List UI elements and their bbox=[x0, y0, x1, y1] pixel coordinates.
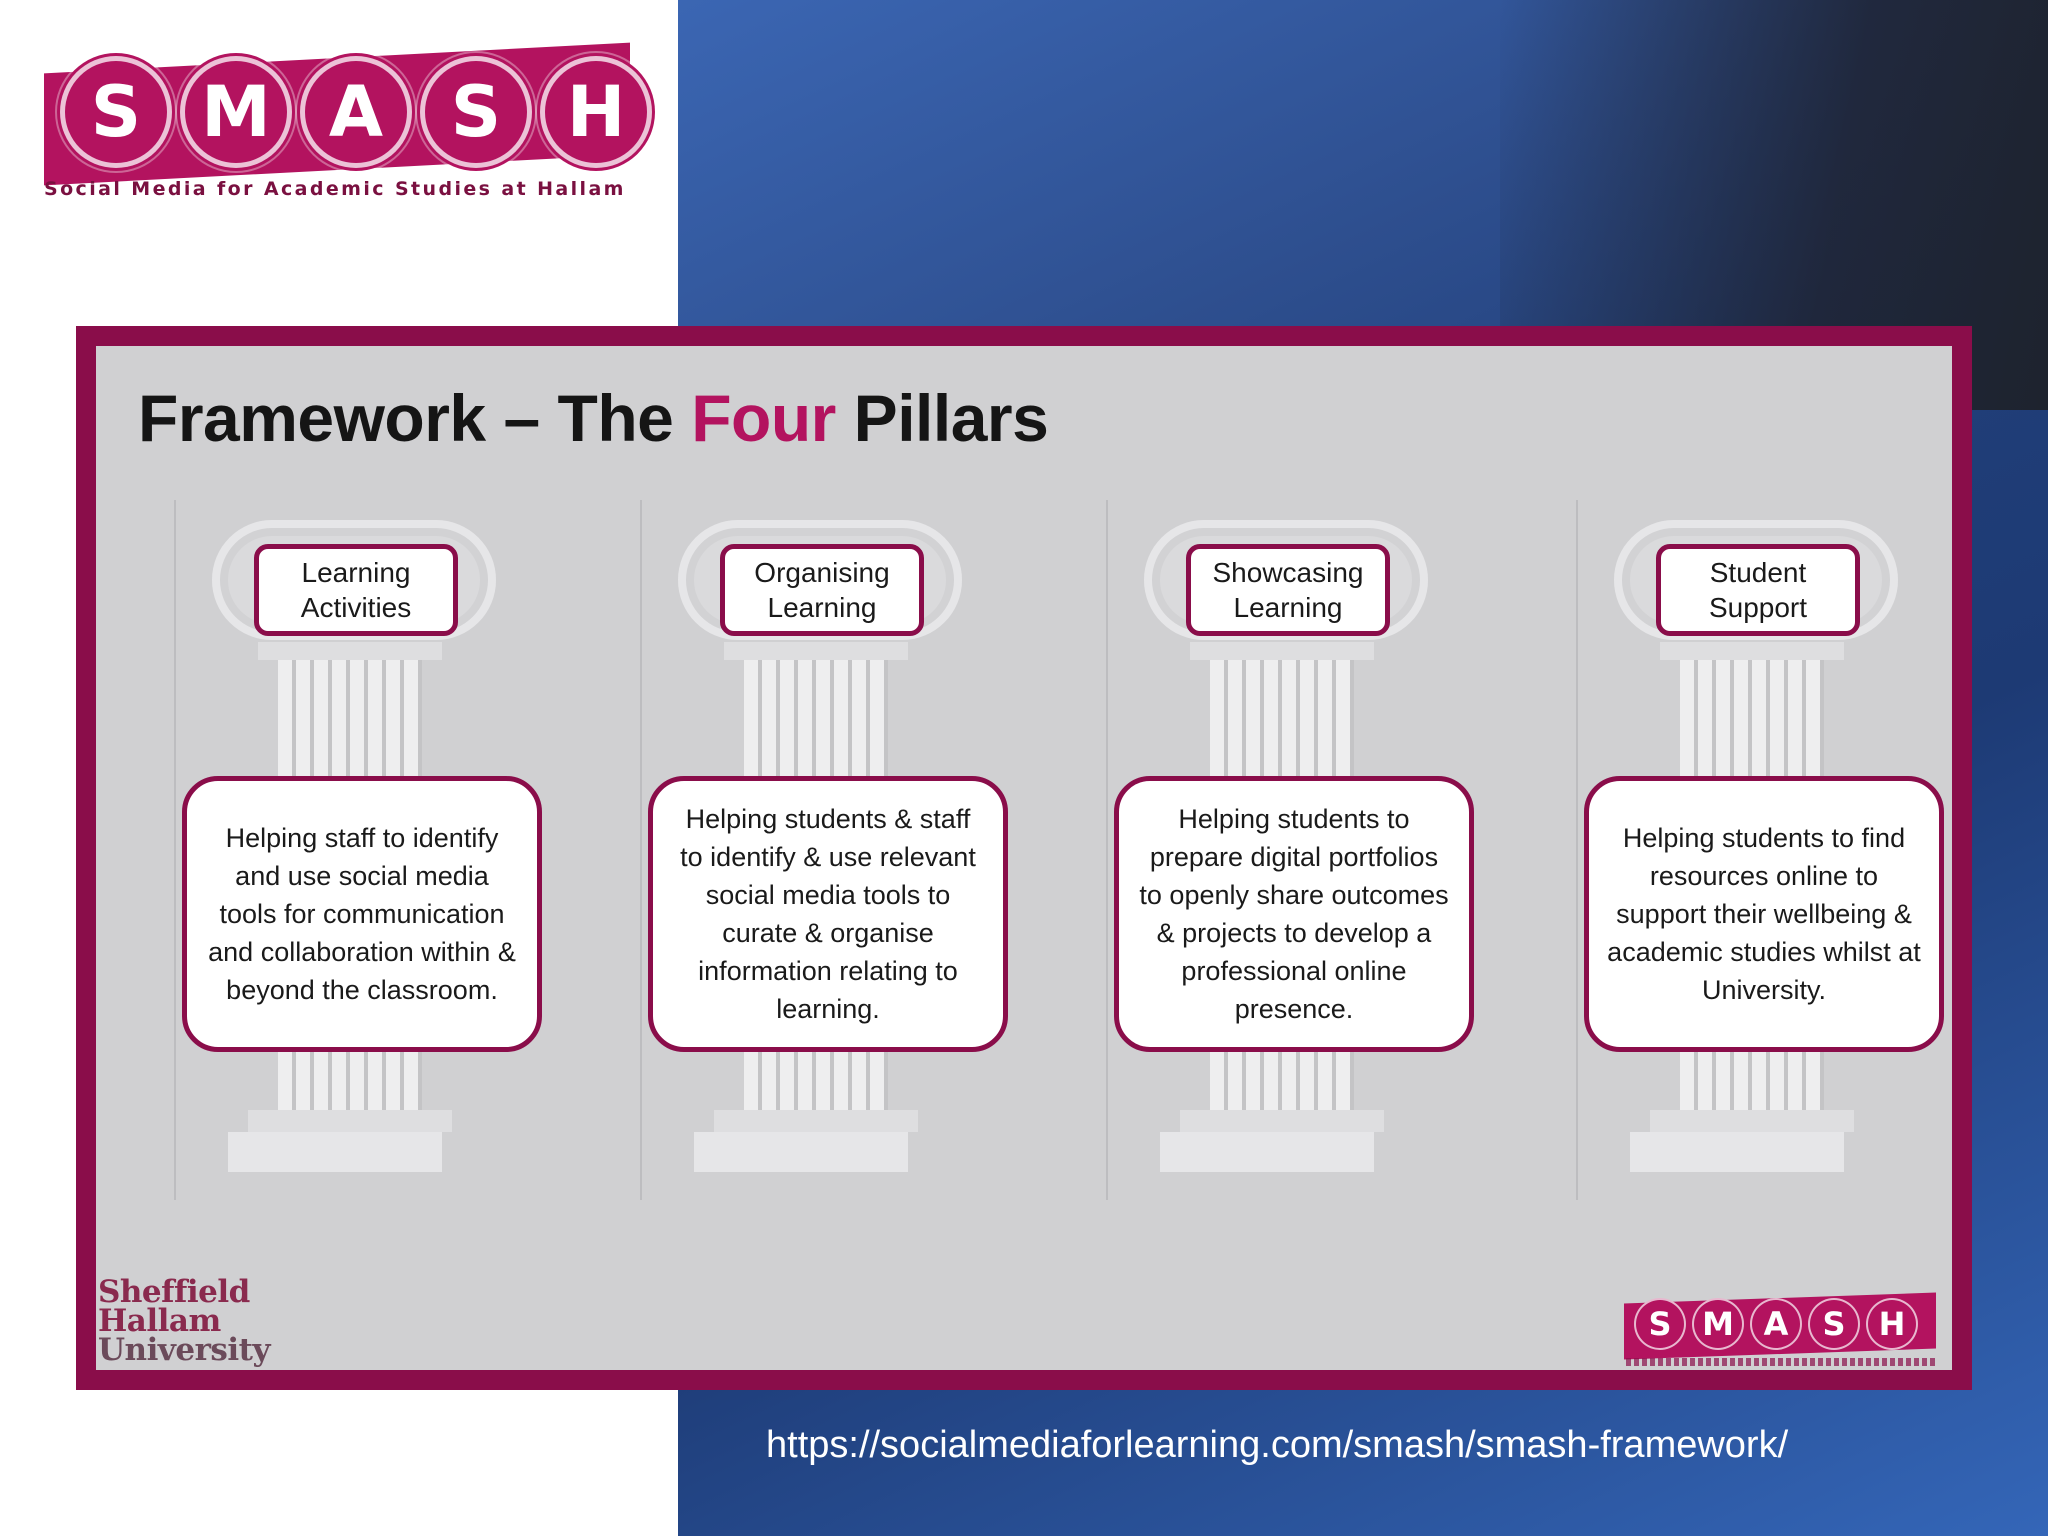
pillar-description: Helping students to find resources onlin… bbox=[1584, 776, 1944, 1052]
pillar-showcasing-learning: Showcasing Learning Helping students to … bbox=[1076, 500, 1476, 1220]
pillar-learning-activities: Learning Activities Helping staff to ide… bbox=[144, 500, 544, 1220]
pillar-base bbox=[1650, 1110, 1854, 1132]
smash-small-logo-letter: S bbox=[1808, 1298, 1860, 1350]
pillar-base bbox=[248, 1110, 452, 1132]
smash-logo-letter: S bbox=[420, 56, 532, 168]
smash-small-logo-letter: H bbox=[1866, 1298, 1918, 1350]
pillar-guide-line bbox=[1106, 500, 1108, 1200]
pillar-plinth bbox=[228, 1132, 442, 1172]
framework-panel: Framework – The Four Pillars Learning Ac… bbox=[76, 326, 1972, 1390]
pillar-guide-line bbox=[640, 500, 642, 1200]
pillar-label: Organising Learning bbox=[720, 544, 924, 636]
smash-small-logo: S M A S H bbox=[1624, 1292, 1938, 1372]
panel-title: Framework – The Four Pillars bbox=[138, 380, 1049, 456]
pillar-description: Helping students & staff to identify & u… bbox=[648, 776, 1008, 1052]
pillar-plinth bbox=[1160, 1132, 1374, 1172]
smash-small-logo-letter: M bbox=[1692, 1298, 1744, 1350]
pillar-student-support: Student Support Helping students to find… bbox=[1546, 500, 1946, 1220]
smash-logo-letter: S bbox=[60, 56, 172, 168]
panel-title-accent: Four bbox=[691, 381, 836, 455]
smash-small-logo-tagline bbox=[1626, 1358, 1938, 1366]
pillar-base bbox=[1180, 1110, 1384, 1132]
pillar-base bbox=[714, 1110, 918, 1132]
pillar-description: Helping students to prepare digital port… bbox=[1114, 776, 1474, 1052]
university-logo-line: Hallam bbox=[98, 1303, 221, 1339]
smash-logo-letter: A bbox=[300, 56, 412, 168]
pillar-plinth bbox=[694, 1132, 908, 1172]
pillar-shaft-top bbox=[724, 642, 908, 660]
sheffield-hallam-logo: Sheffield Hallam University bbox=[98, 1274, 288, 1368]
panel-title-end: Pillars bbox=[835, 381, 1049, 455]
pillar-guide-line bbox=[174, 500, 176, 1200]
panel-title-start: Framework – The bbox=[138, 381, 692, 455]
university-logo-line: Sheffield bbox=[98, 1274, 250, 1310]
smash-logo-letter: M bbox=[180, 56, 292, 168]
pillar-shaft-top bbox=[1660, 642, 1844, 660]
pillar-shaft-top bbox=[258, 642, 442, 660]
smash-small-logo-letters: S M A S H bbox=[1634, 1298, 1918, 1350]
pillar-guide-line bbox=[1576, 500, 1578, 1200]
pillar-organising-learning: Organising Learning Helping students & s… bbox=[610, 500, 1010, 1220]
smash-logo-letter: H bbox=[540, 56, 652, 168]
smash-logo-tagline: Social Media for Academic Studies at Hal… bbox=[44, 178, 626, 200]
pillar-shaft-top bbox=[1190, 642, 1374, 660]
smash-logo: S M A S H Social Media for Academic Stud… bbox=[40, 42, 652, 208]
university-logo-line: University bbox=[98, 1332, 270, 1368]
smash-small-logo-letter: S bbox=[1634, 1298, 1686, 1350]
smash-small-logo-letter: A bbox=[1750, 1298, 1802, 1350]
pillar-label: Learning Activities bbox=[254, 544, 458, 636]
smash-logo-letters: S M A S H bbox=[60, 56, 652, 168]
pillar-plinth bbox=[1630, 1132, 1844, 1172]
pillar-description: Helping staff to identify and use social… bbox=[182, 776, 542, 1052]
pillar-label: Showcasing Learning bbox=[1186, 544, 1390, 636]
pillar-label: Student Support bbox=[1656, 544, 1860, 636]
source-url[interactable]: https://socialmediaforlearning.com/smash… bbox=[766, 1424, 1789, 1466]
